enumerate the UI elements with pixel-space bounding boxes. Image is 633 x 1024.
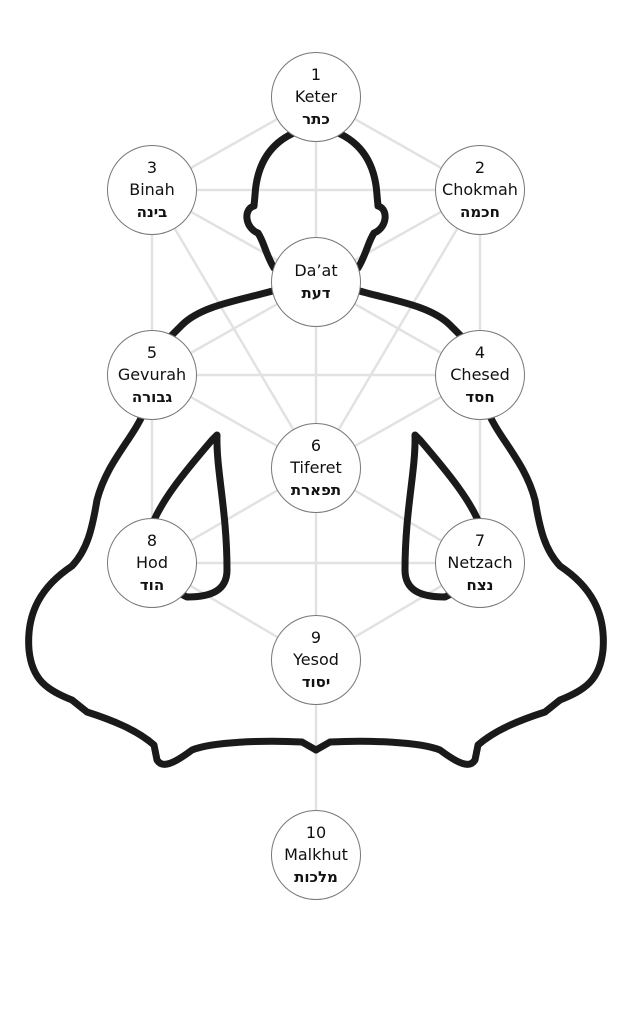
sefirah-number: 2 [474,158,486,177]
sefirah-hebrew: נצח [466,576,494,594]
sefirah-daat: Da’at דעת [271,237,361,327]
sefirah-number: 9 [310,628,322,647]
sefirah-name: Da’at [294,261,338,280]
sefirah-number: 6 [310,436,322,455]
sefirah-name: Chokmah [442,180,518,199]
sefirah-hebrew: גבורה [131,388,173,406]
sefirah-name: Binah [129,180,175,199]
sefirah-hebrew: חסד [465,388,495,406]
meditating-figure-outline [29,128,607,768]
sefirah-hebrew: מלכות [294,868,338,886]
sefirah-hebrew: הוד [139,576,165,594]
sefirah-name: Malkhut [284,845,348,864]
sefirah-number: 4 [474,343,486,362]
sefirah-number: 8 [146,531,158,550]
sefirah-number: 1 [310,65,322,84]
sefirah-name: Yesod [293,650,339,669]
sefirah-name: Tiferet [290,458,342,477]
sefirah-name: Gevurah [117,365,187,384]
sefirah-number: 5 [146,343,158,362]
sefirah-name: Netzach [447,553,513,572]
sefirah-hebrew: דעת [301,284,331,302]
sefirah-hebrew: יסוד [301,673,331,691]
sefirah-name: Hod [136,553,168,572]
sefirah-hebrew: חכמה [460,203,500,221]
sefirah-hebrew: כתר [302,110,330,128]
figure-right-half [312,128,607,768]
sefirah-number: 3 [146,158,158,177]
sefirah-name: Chesed [450,365,510,384]
sefirah-number: 7 [474,531,486,550]
sefirah-hebrew: בינה [136,203,168,221]
sefirah-number: 10 [305,823,327,842]
sefirah-name: Keter [294,87,338,106]
sefirah-hebrew: תפארת [290,481,342,499]
